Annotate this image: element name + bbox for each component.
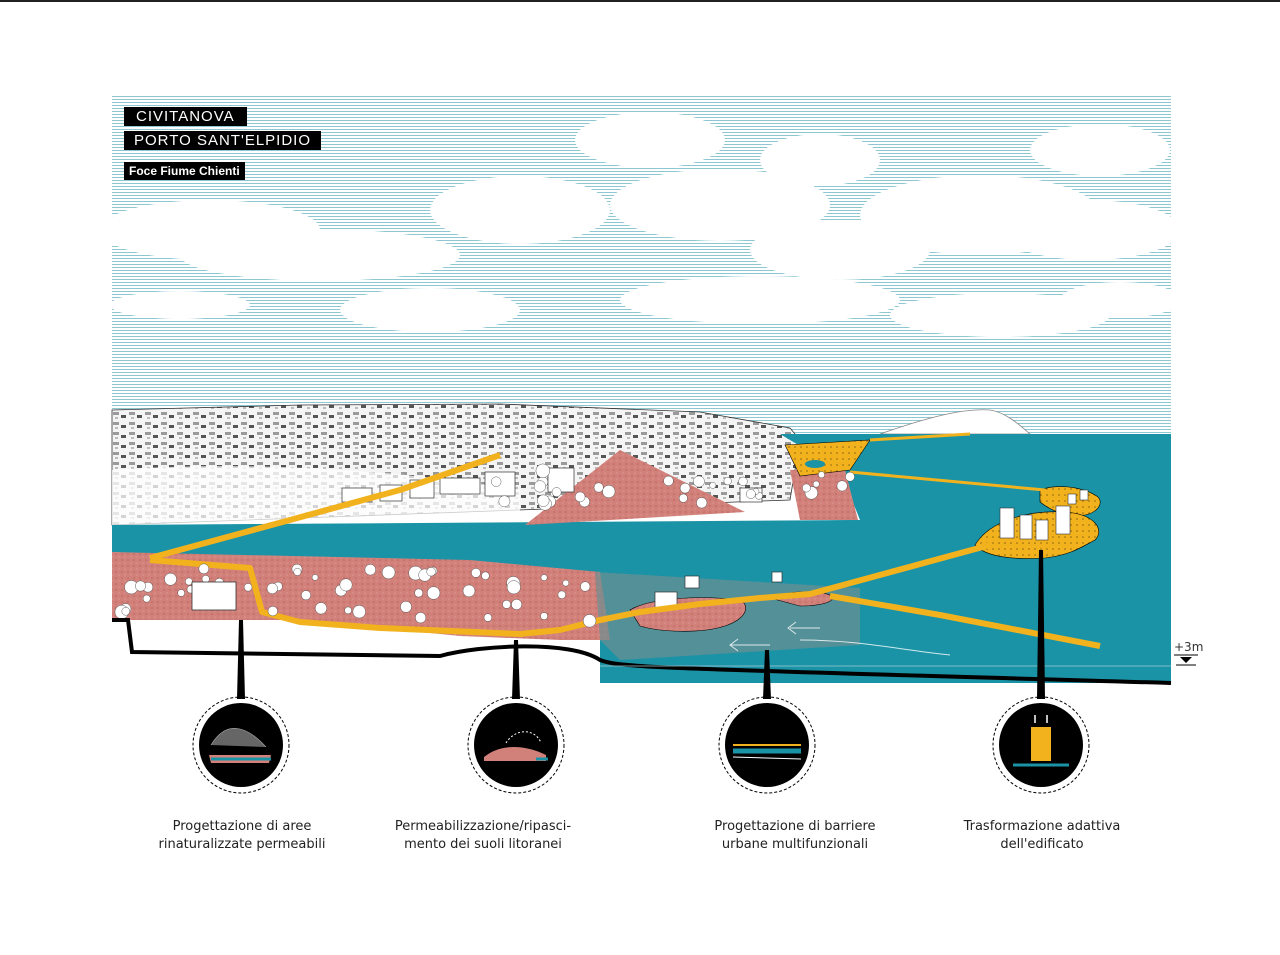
tree — [315, 602, 328, 615]
building-icon — [992, 550, 1090, 794]
tree — [414, 588, 424, 598]
tree — [301, 590, 311, 601]
tree — [267, 606, 278, 617]
tree — [481, 571, 490, 580]
tree — [491, 476, 502, 487]
tree — [201, 575, 210, 583]
tree — [135, 580, 146, 592]
yellow-islands — [784, 439, 1101, 559]
trees-icon — [192, 620, 290, 794]
caption-4-line-2: dell'edificato — [1000, 837, 1084, 852]
tree — [580, 581, 591, 592]
tree — [352, 605, 366, 619]
foreground-building — [191, 581, 237, 611]
tree — [818, 471, 825, 479]
tree — [244, 583, 253, 592]
tree — [344, 606, 352, 615]
callouts — [192, 550, 1090, 794]
tree — [198, 563, 210, 574]
walkways — [149, 452, 1101, 649]
tree — [483, 613, 493, 622]
tree — [574, 491, 586, 503]
level-label: +3m — [1174, 640, 1204, 654]
sky — [112, 96, 1171, 436]
tree — [709, 482, 717, 489]
tree — [185, 577, 193, 586]
tree — [802, 483, 811, 493]
tree — [693, 475, 705, 488]
title-line-2: PORTO SANT'ELPIDIO — [124, 131, 322, 150]
tree — [381, 565, 396, 580]
tree — [311, 574, 319, 581]
tree — [679, 482, 691, 494]
tree — [177, 589, 185, 597]
tree — [663, 475, 674, 487]
caption-3-line-1: Progettazione di barriere — [714, 819, 876, 834]
tree — [535, 463, 550, 478]
tree — [537, 494, 550, 507]
tree — [506, 580, 521, 595]
caption-3-line-2: urbane multifunzionali — [721, 837, 869, 852]
tree — [836, 480, 848, 492]
tree — [462, 584, 476, 598]
flow-arrows — [729, 621, 951, 656]
tree — [511, 599, 522, 610]
tree — [746, 489, 756, 499]
ground-section — [112, 618, 1172, 685]
tree — [364, 564, 376, 576]
caption-4-line-1: Trasformazione adattiva — [963, 819, 1121, 834]
tree — [696, 497, 708, 509]
tree — [582, 614, 597, 628]
tree — [678, 493, 688, 503]
caption-2-line-2: mento dei suoli litoranei — [404, 837, 562, 852]
tree — [293, 568, 302, 576]
tree — [551, 487, 562, 497]
tree — [562, 579, 570, 587]
tree — [415, 612, 427, 624]
tree — [266, 583, 278, 595]
far-buildings — [341, 467, 763, 503]
top-border — [0, 0, 1280, 2]
tree — [498, 495, 511, 508]
barrier-icon — [718, 650, 816, 794]
tree — [540, 612, 548, 620]
tree — [723, 477, 732, 486]
tree — [400, 601, 412, 613]
subtitle: Foce Fiume Chienti — [124, 162, 245, 180]
tree — [540, 574, 548, 581]
tree — [427, 586, 441, 600]
tree — [845, 471, 855, 482]
tree — [426, 567, 436, 577]
tree — [533, 480, 546, 493]
tree — [164, 572, 177, 586]
caption-3: Progettazione di barriere urbane multifu… — [685, 818, 905, 854]
caption-2-line-1: Permeabilizzazione/ripasci- — [394, 819, 572, 834]
sea-walkways — [849, 432, 1046, 492]
title-line-1: CIVITANOVA — [124, 107, 247, 126]
tree — [738, 476, 748, 487]
tree — [502, 600, 511, 609]
tree — [121, 607, 131, 616]
tree — [339, 578, 353, 592]
tree — [602, 485, 616, 499]
soil-icon — [467, 640, 565, 794]
river-mouth — [112, 520, 980, 580]
caption-1-line-2: rinaturalizzate permeabili — [158, 837, 326, 852]
clouds — [112, 112, 1171, 337]
tree — [593, 482, 604, 493]
tree — [557, 590, 566, 599]
level-marker — [1174, 654, 1198, 666]
trees-foreground — [114, 463, 855, 628]
caption-1-line-1: Progettazione di aree — [172, 819, 312, 834]
caption-2: Permeabilizzazione/ripasci- mento dei su… — [373, 818, 593, 854]
tree — [471, 568, 481, 578]
caption-1: Progettazione di aree rinaturalizzate pe… — [132, 818, 352, 854]
caption-4: Trasformazione adattiva dell'edificato — [932, 818, 1152, 854]
tree — [812, 480, 820, 488]
distant-hill — [879, 409, 1032, 435]
tree — [142, 594, 151, 603]
